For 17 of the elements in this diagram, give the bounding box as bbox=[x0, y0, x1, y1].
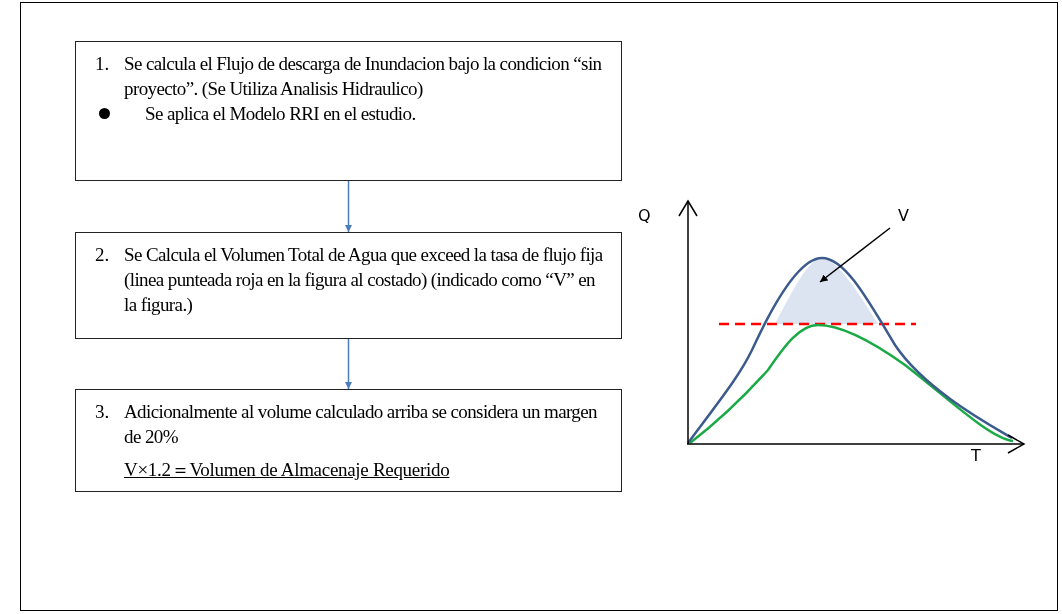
arrow bbox=[344, 338, 353, 390]
step-text: Se calcula el Flujo de descarga de Inundacion bajo la condicion “sin proyecto”. (Se Utiliza Analisis Hidraulico) bbox=[124, 52, 603, 101]
arrow bbox=[344, 180, 353, 233]
step-text: Adicionalmente al volume calculado arriba se considera un margen de 20% bbox=[124, 400, 598, 449]
process-box bbox=[75, 232, 622, 339]
axis-label: T bbox=[971, 446, 981, 466]
step-number: 3. bbox=[95, 400, 111, 424]
step-number: 1. bbox=[95, 52, 111, 76]
step-number: 2. bbox=[95, 243, 111, 267]
bullet-text: Se aplica el Modelo RRI en el estudio. bbox=[145, 102, 417, 126]
process-box bbox=[75, 389, 622, 492]
step-text: Se Calcula el Volumen Total de Agua que exceed la tasa de flujo fija (linea punteada roja en la figura al costado) (indicado como “V” en la figura.) bbox=[124, 243, 604, 317]
leader-arrow bbox=[819, 227, 891, 283]
volume-label: V bbox=[898, 206, 909, 226]
axis-label: Q bbox=[638, 206, 651, 226]
formula-text: V×1.2＝Volumen de Almacenaje Requerido bbox=[124, 458, 450, 482]
process-box bbox=[75, 41, 622, 181]
